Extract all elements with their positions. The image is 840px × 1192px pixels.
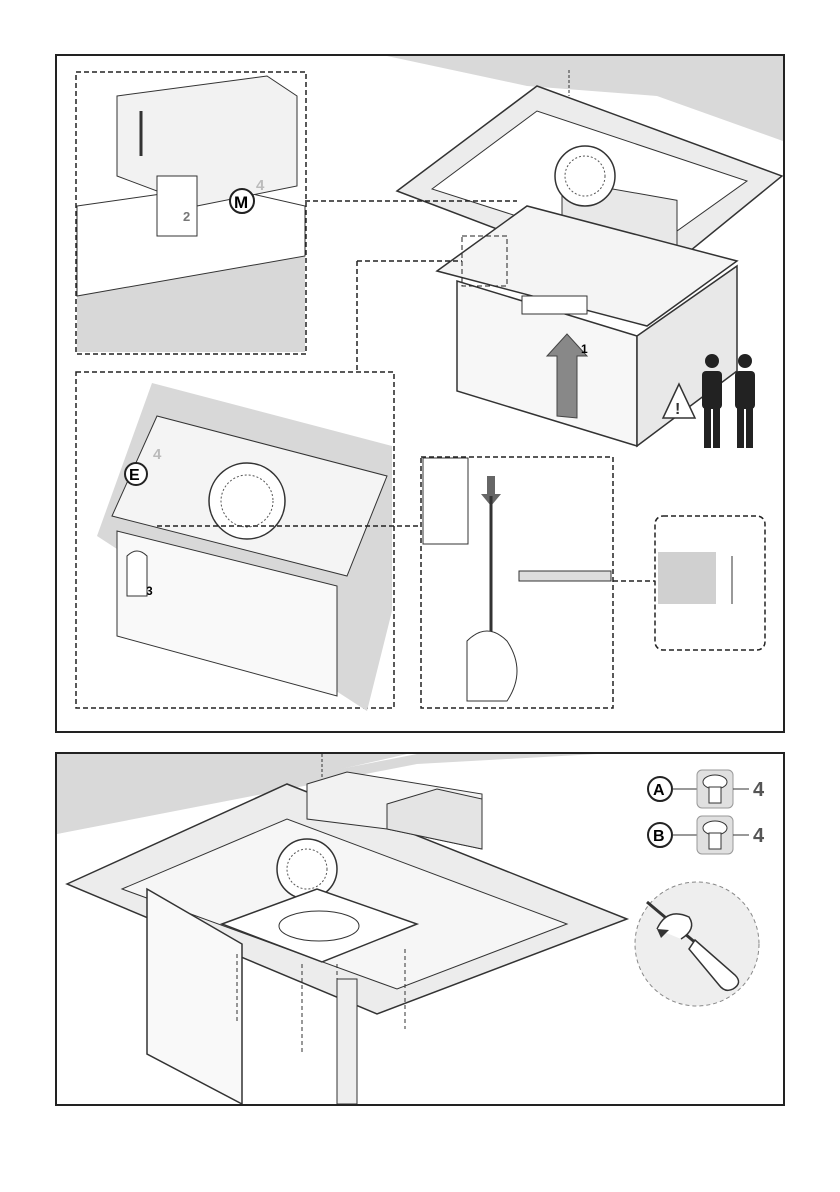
arrow-label: 1	[581, 342, 588, 356]
hood-assembled-view	[67, 772, 627, 1104]
detail-panel-thickness	[655, 516, 765, 650]
label-4-detail: 4	[256, 177, 265, 194]
label-2: 2	[183, 209, 190, 224]
screw-A-letter: A	[653, 782, 665, 799]
screw-A-row: A 4	[648, 770, 765, 808]
screw-B-qty: 4	[753, 825, 765, 847]
hood-main-view	[397, 70, 782, 446]
step-screw-illustration: A 4 B 4	[57, 754, 783, 1104]
callout-E-label: E	[129, 467, 140, 484]
screwdriver-icon	[635, 882, 759, 1006]
screw-B-letter: B	[653, 828, 665, 845]
callout-M-label: M	[234, 193, 248, 212]
detail-screwdriver	[421, 457, 657, 708]
screw-B-row: B 4	[648, 816, 765, 854]
installation-step-lift-hood: 1 ! 2 M 4 E 4 3	[55, 54, 785, 733]
label-4-mid: 4	[153, 446, 162, 463]
screw-A-qty: 4	[753, 779, 765, 801]
detail-bracket-M: 2 M 4	[76, 72, 517, 354]
svg-text:!: !	[675, 401, 680, 418]
detail-hood-E: E 4 3	[76, 372, 422, 711]
installation-step-fix-screws: A 4 B 4	[55, 752, 785, 1106]
step-lift-illustration: 1 ! 2 M 4 E 4 3	[57, 56, 783, 731]
